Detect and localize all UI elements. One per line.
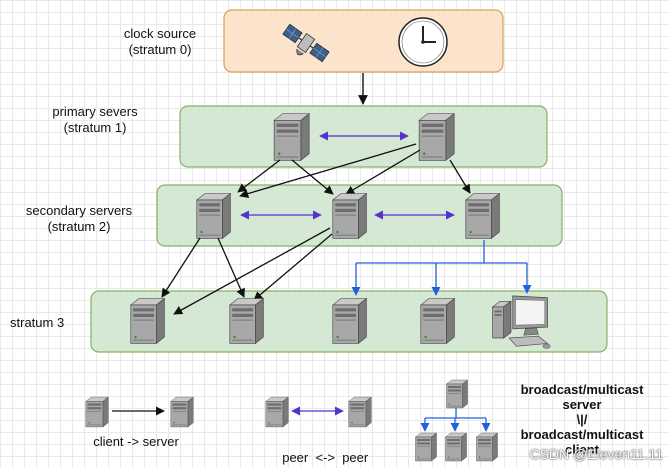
primary-server-1 <box>273 113 310 161</box>
p2-to-s3-arrow <box>449 159 471 194</box>
primary-servers-label: primary severs (stratum 1) <box>20 104 170 136</box>
legend-peer-label: peer <-> peer <box>248 434 388 468</box>
primary-servers-title: primary severs <box>52 104 138 119</box>
satellite-icon <box>282 23 330 63</box>
stratum3-server-3 <box>332 298 367 344</box>
legend-broadcast-lines <box>420 408 491 432</box>
clock-source-label: clock source (stratum 0) <box>100 26 220 58</box>
secondary-server-3 <box>465 193 500 239</box>
legend-broadcast-line-4: broadcast/multicast <box>520 427 644 442</box>
clock-source-title: clock source <box>123 26 197 41</box>
p2-to-s2-arrow <box>345 149 421 195</box>
secondary-servers-label: secondary servers (stratum 2) <box>4 203 154 235</box>
legend-broadcast-line-3: \|/ <box>576 412 588 427</box>
p1-to-s2-arrow <box>291 159 334 195</box>
stratum3-server-1 <box>130 298 165 344</box>
primary-servers-stratum: (stratum 1) <box>63 120 127 135</box>
s1-to-c2-arrow <box>217 237 245 298</box>
legend-peer-icon-1 <box>265 396 289 428</box>
secondary-server-2 <box>332 193 367 239</box>
secondary-servers-stratum: (stratum 2) <box>47 219 111 234</box>
p1-to-s1-arrow <box>237 159 281 193</box>
p2-to-s1-arrow <box>239 143 417 199</box>
s1-to-c1-arrow <box>161 237 201 298</box>
secondary-servers-title: secondary servers <box>25 203 133 218</box>
primary-server-2 <box>418 113 455 161</box>
stratum-3-label: stratum 3 <box>10 315 90 331</box>
s2-to-c1-arrow <box>173 227 331 315</box>
legend-broadcast-client-icon-2 <box>445 432 467 462</box>
clock-source-stratum: (stratum 0) <box>128 42 192 57</box>
legend-broadcast-line-5: client <box>565 442 599 457</box>
watermark: CSDN @Eleven11.11 <box>529 446 663 462</box>
legend-client-server-label: client -> server <box>93 434 179 449</box>
legend-broadcast-line-1: broadcast/multicast <box>520 382 644 397</box>
secondary-server-1 <box>196 193 231 239</box>
clock-source-box <box>223 9 504 73</box>
legend-broadcast-client-icon-3 <box>476 432 498 462</box>
stratum3-server-4 <box>420 298 455 344</box>
stratum3-server-2 <box>229 298 264 344</box>
stratum-3-title: stratum 3 <box>10 315 65 330</box>
legend-peer-icon-2 <box>348 396 372 428</box>
s2-to-c2-arrow <box>253 233 333 301</box>
legend-broadcast-server-icon <box>446 379 468 409</box>
clock-icon <box>398 17 448 67</box>
legend-peer-text: peer <-> peer <box>282 450 369 465</box>
legend-client-icon <box>85 396 109 428</box>
legend-server-icon <box>170 396 194 428</box>
legend-broadcast-client-icon-1 <box>415 432 437 462</box>
legend-broadcast-line-2: server <box>562 397 602 412</box>
legend-broadcast-label: broadcast/multicast server \|/ broadcast… <box>502 382 662 457</box>
broadcast-lines <box>351 240 532 296</box>
